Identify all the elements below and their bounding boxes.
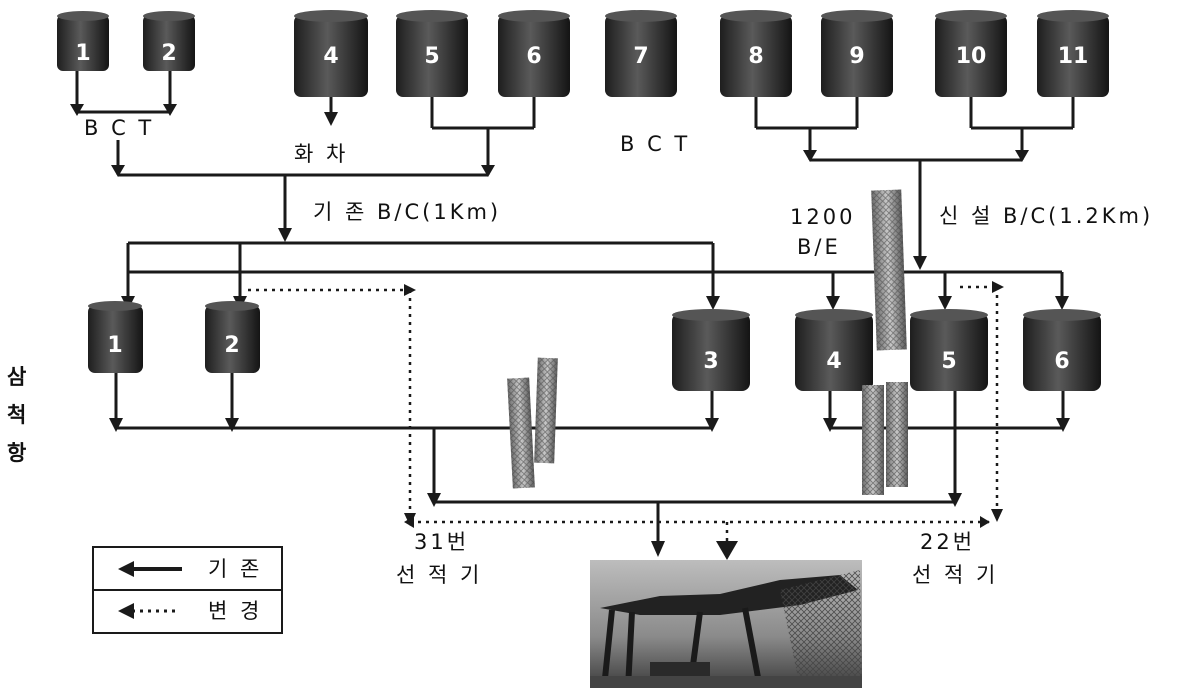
yard-silo-2: 2 <box>205 301 260 373</box>
yard-silo-1: 1 <box>88 301 143 373</box>
top-silo-2-label: 2 <box>161 41 176 66</box>
legend: 기 존 변 경 <box>93 547 282 633</box>
top-silo-8: 8 <box>720 10 792 97</box>
top-silo-10: 10 <box>935 10 1007 97</box>
port-name-line2: 척 <box>7 403 29 427</box>
yard-silo-4: 4 <box>795 309 873 391</box>
ship-loader-31-name: 선 적 기 <box>396 563 482 587</box>
legend-changed-label: 변 경 <box>208 599 262 623</box>
top-silo-7-label: 7 <box>633 44 648 69</box>
top-silo-7: 7 <box>605 10 677 97</box>
ship-loader-22-number: 22번 <box>920 530 975 554</box>
top-silo-11: 11 <box>1037 10 1109 97</box>
bct-left-label: B C T <box>84 116 154 140</box>
top-silo-9: 9 <box>821 10 893 97</box>
ship-loader-31-number: 31번 <box>414 530 469 554</box>
transfer-tower-right-a <box>862 385 884 495</box>
bucket-elevator-unit: B/E <box>797 235 841 259</box>
top-silo-1-label: 1 <box>75 41 90 66</box>
top-silo-9-label: 9 <box>849 44 864 69</box>
yard-silo-5: 5 <box>910 309 988 391</box>
bct-right-label: B C T <box>620 132 690 156</box>
yard-silo-1-label: 1 <box>107 333 122 358</box>
yard-silo-3: 3 <box>672 309 750 391</box>
top-silo-1: 1 <box>57 11 109 71</box>
top-silo-5-label: 5 <box>424 44 439 69</box>
ship-loader-22-name: 선 적 기 <box>912 563 998 587</box>
top-silo-8-label: 8 <box>748 44 763 69</box>
top-silo-11-label: 11 <box>1058 44 1089 69</box>
yard-silo-6: 6 <box>1023 309 1101 391</box>
top-silo-4-label: 4 <box>323 44 338 69</box>
legend-existing-label: 기 존 <box>208 557 262 581</box>
existing-conveyor-label: 기 존 B/C(1Km) <box>313 200 501 224</box>
new-conveyor-label: 신 설 B/C(1.2Km) <box>939 204 1153 228</box>
top-silo-6-label: 6 <box>526 44 541 69</box>
top-silo-5: 5 <box>396 10 468 97</box>
top-silo-4: 4 <box>294 10 368 97</box>
transfer-tower-right-b <box>886 382 908 487</box>
transfer-tower-new <box>871 190 907 351</box>
ship-loader-photo <box>590 560 862 688</box>
top-silo-10-label: 10 <box>956 44 987 69</box>
transfer-tower-left-b <box>534 358 558 464</box>
yard-silo-2-label: 2 <box>224 333 239 358</box>
transfer-tower-left-a <box>507 377 535 488</box>
bucket-elevator-capacity: 1200 <box>790 205 855 229</box>
top-silo-2: 2 <box>143 11 195 71</box>
top-silo-6: 6 <box>498 10 570 97</box>
yard-silo-4-label: 4 <box>826 349 841 374</box>
yard-silo-3-label: 3 <box>703 349 718 374</box>
port-name-line1: 삼 <box>7 365 29 389</box>
wagon-label: 화 차 <box>294 142 348 166</box>
yard-silo-5-label: 5 <box>941 349 956 374</box>
port-name-line3: 항 <box>7 441 29 465</box>
yard-silo-6-label: 6 <box>1054 349 1069 374</box>
